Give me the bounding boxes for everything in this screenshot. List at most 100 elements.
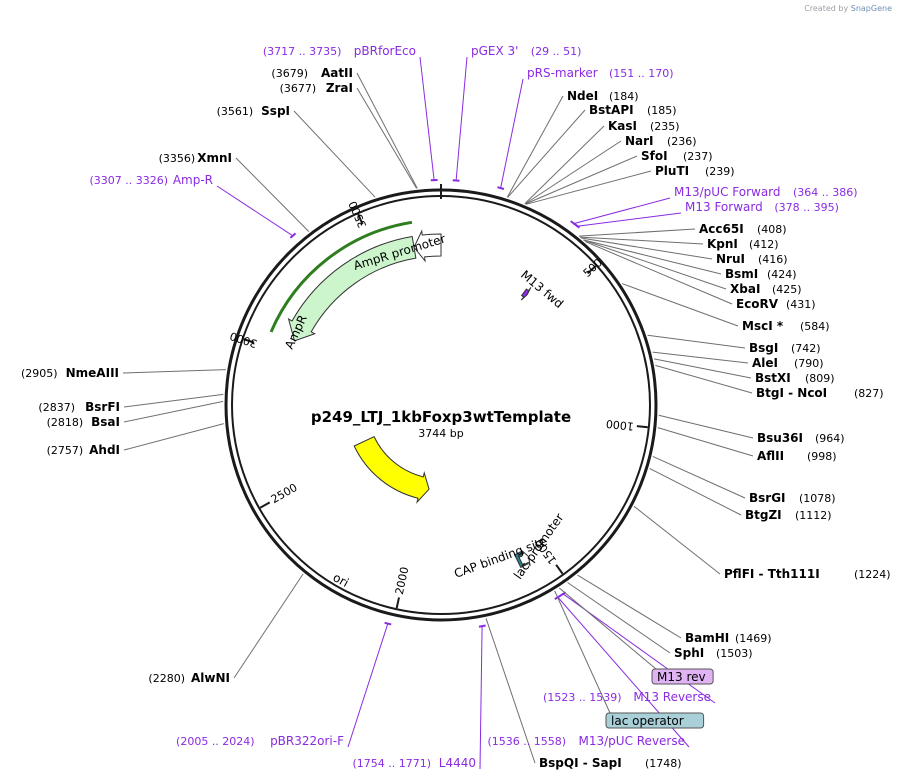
feature-ori-arrow [353, 435, 430, 504]
site-bsgi[interactable]: BsgI(742) [749, 341, 821, 355]
site-ecorv[interactable]: EcoRV(431) [736, 297, 816, 311]
site-name: SphI [674, 646, 704, 660]
site-ndei[interactable]: NdeI(184) [567, 89, 639, 103]
tick-1000 [636, 425, 648, 429]
site-name: BsmI [725, 267, 758, 281]
site-btgzi[interactable]: BtgZI (1112) [745, 508, 832, 522]
site-pflfi-tth111i[interactable]: PflFI - Tth111I(1224) [724, 567, 891, 581]
primer-name: M13/pUC Reverse [579, 734, 686, 748]
site-kasi[interactable]: KasI(235) [608, 119, 680, 133]
site-msci[interactable]: MscI *(584) [742, 319, 830, 333]
site-position: (964) [815, 432, 845, 445]
site-leader-line [577, 574, 682, 639]
site-leader-line [356, 87, 417, 189]
site-nmeaiii[interactable]: (2905)NmeAIII [21, 366, 119, 380]
site-nrui[interactable]: NruI(416) [716, 252, 788, 266]
site-position: (2280) [148, 672, 185, 685]
primer-amp-r[interactable]: Amp-R(3307 .. 3326) [89, 173, 213, 187]
site-leader-line [583, 239, 722, 275]
site-sphi[interactable]: SphI(1503) [674, 646, 753, 660]
site-leader-line [524, 125, 605, 205]
site-position: (584) [800, 320, 830, 333]
site-sspi[interactable]: (3561)SspI [217, 104, 290, 118]
primer-m13-forward[interactable]: M13 Forward(378 .. 395) [685, 200, 839, 214]
site-name: XbaI [730, 282, 760, 296]
site-leader-line [653, 358, 752, 379]
site-leader-line [485, 618, 536, 764]
site-leader-line [506, 95, 564, 198]
site-alei[interactable]: AleI(790) [752, 356, 824, 370]
tick-500 [586, 265, 597, 275]
primer-range: (3307 .. 3326) [89, 174, 168, 187]
snapgene-logo: SnapGene [850, 4, 892, 13]
site-bamhi[interactable]: BamHI(1469) [685, 631, 772, 645]
primer-m13-reverse[interactable]: M13 Reverse(1523 .. 1539) [543, 690, 711, 704]
site-bsrgi[interactable]: BsrGI (1078) [749, 491, 836, 505]
site-position: (1112) [795, 509, 832, 522]
boxed-label-text: M13 rev [657, 670, 706, 684]
site-name: BamHI [685, 631, 729, 645]
feature-ampr-arrow [287, 235, 417, 342]
site-kpni[interactable]: KpnI(412) [707, 237, 779, 251]
site-name: BstXI [755, 371, 791, 385]
site-aflii[interactable]: AflII(998) [757, 449, 837, 463]
site-name: AhdI [89, 443, 120, 457]
site-position: (424) [767, 268, 797, 281]
site-name: AflII [757, 449, 784, 463]
primer-l4440[interactable]: L4440(1754 .. 1771) [352, 756, 476, 770]
site-btgi-ncoi[interactable]: BtgI - NcoI(827) [756, 386, 884, 400]
site-aatii[interactable]: (3679)AatII [271, 66, 353, 80]
primer-pbr322ori-f[interactable]: pBR322ori-F(2005 .. 2024) [176, 734, 344, 748]
tick-label-2000: 2000 [393, 566, 412, 596]
site-position: (425) [772, 283, 802, 296]
site-bspqi-sapi[interactable]: BspQI - SapI(1748) [539, 756, 682, 770]
primer-range: (151 .. 170) [609, 67, 674, 80]
site-ahdi[interactable]: (2757)AhdI [47, 443, 120, 457]
site-leader-line [581, 237, 713, 260]
primer-range: (1536 .. 1558) [487, 735, 566, 748]
site-bsu36i[interactable]: Bsu36I(964) [757, 431, 845, 445]
primer-name: M13 Reverse [633, 690, 711, 704]
site-pluti[interactable]: PluTI(239) [655, 164, 735, 178]
site-xbai[interactable]: XbaI (425) [730, 282, 802, 296]
boxed-label-bg [651, 668, 714, 685]
boxed-label-lac-operator[interactable]: lac operator [605, 712, 705, 729]
boxed-label-bg [605, 712, 705, 729]
site-position: (235) [650, 120, 680, 133]
site-sfoi[interactable]: SfoI(237) [641, 149, 713, 163]
site-xmni[interactable]: (3356)XmnI [159, 151, 232, 165]
site-leader-line [567, 582, 671, 654]
primer-pgex-3[interactable]: pGEX 3'(29 .. 51) [471, 44, 581, 58]
primer-m13-puc-reverse[interactable]: M13/pUC Reverse (1536 .. 1558) [487, 734, 685, 748]
primer-leader-line [216, 185, 294, 237]
primer-marker [289, 232, 297, 239]
feature-ampr-promoter-arrow [413, 229, 442, 263]
site-bsrfi[interactable]: (2837)BsrFI [38, 400, 120, 414]
site-name: ZraI [326, 81, 353, 95]
feature-lac-promoter-arrow [517, 549, 531, 567]
site-zrai[interactable]: (3677)ZraI [280, 81, 353, 95]
site-leader-line [621, 283, 739, 327]
site-name: KpnI [707, 237, 738, 251]
site-position: (431) [786, 298, 816, 311]
primer-prs-marker[interactable]: pRS-marker(151 .. 170) [527, 66, 674, 80]
site-bsai[interactable]: (2818)BsaI [47, 415, 120, 429]
primer-m13-puc-forward[interactable]: M13/pUC Forward(364 .. 386) [674, 185, 858, 199]
boxed-label-leader [554, 590, 611, 714]
site-name: BsrFI [85, 400, 120, 414]
site-position: (1078) [799, 492, 836, 505]
primer-pbrforeco[interactable]: pBRforEco(3717 .. 3735) [263, 44, 416, 58]
site-nari[interactable]: NarI(236) [625, 134, 697, 148]
site-alwni[interactable]: (2280)AlwNI [148, 671, 230, 685]
site-name: BtgZI [745, 508, 782, 522]
snapgene-watermark: Created by SnapGene [804, 4, 892, 13]
site-position: (3356) [159, 152, 196, 165]
site-bstxi[interactable]: BstXI(809) [755, 371, 835, 385]
site-bsmi[interactable]: BsmI (424) [725, 267, 797, 281]
site-bstapi[interactable]: BstAPI(185) [589, 103, 677, 117]
site-position: (416) [758, 253, 788, 266]
boxed-label-m13-rev[interactable]: M13 rev [651, 668, 714, 685]
site-name: Acc65I [699, 222, 744, 236]
site-acc65i[interactable]: Acc65I(408) [699, 222, 787, 236]
site-name: BsrGI [749, 491, 786, 505]
